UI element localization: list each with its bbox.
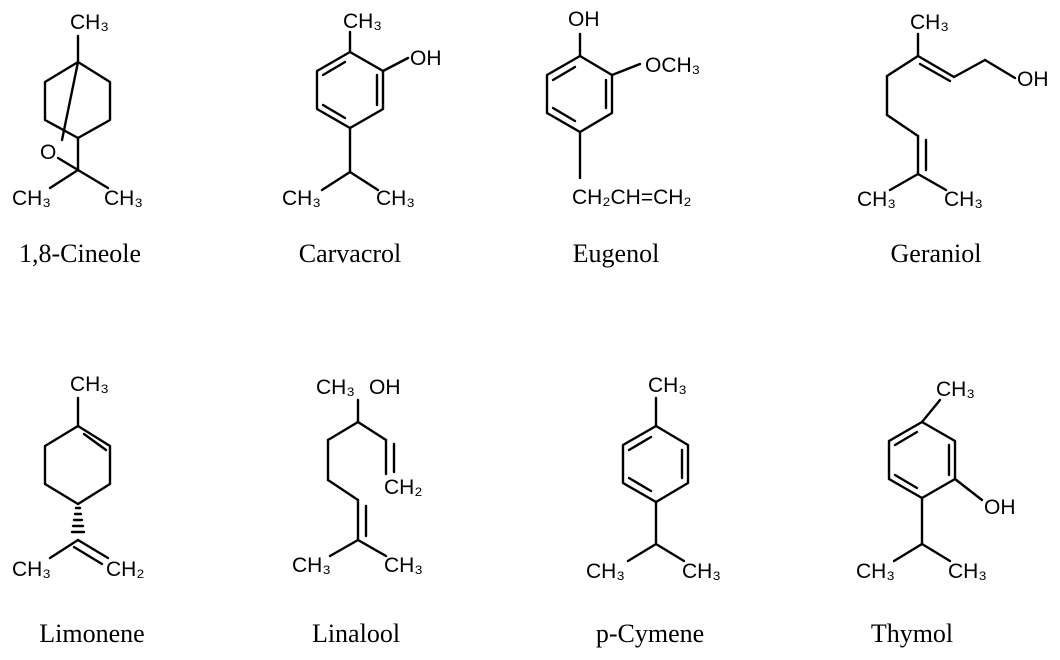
molecule-linalool: CH₃ OH CH₂ CH₃ CH₃ Linalool	[292, 376, 423, 648]
limonene-right-ch2: CH₂	[106, 558, 144, 581]
linalool-ch2: CH₂	[384, 476, 422, 499]
geraniol-right-ch3: CH₃	[944, 188, 983, 211]
thymol-oh: OH	[984, 496, 1016, 519]
p-cymene-right-ch3: CH₃	[682, 560, 721, 583]
linalool-name: Linalool	[312, 619, 400, 648]
molecule-thymol: CH₃ OH CH₃ CH₃ Thymol	[856, 378, 1016, 648]
molecule-p-cymene: CH₃ CH₃ CH₃ p-Cymene	[586, 374, 721, 648]
carvacrol-left-ch3: CH₃	[282, 187, 321, 210]
molecule-carvacrol: CH₃ OH CH₃ CH₃ Carvacrol	[282, 10, 442, 268]
molecule-cineole: CH₃ O CH₃ CH₃ 1,8-Cineole	[12, 11, 143, 268]
molecule-geraniol: CH₃ OH CH₃ CH₃ Geraniol	[857, 11, 1049, 268]
geraniol-top-ch3: CH₃	[910, 11, 949, 34]
cineole-top-ch3: CH₃	[70, 11, 109, 34]
eugenol-name: Eugenol	[573, 239, 660, 268]
carvacrol-oh: OH	[410, 47, 442, 70]
carvacrol-ch3-top: CH₃	[343, 10, 382, 33]
limonene-top-ch3: CH₃	[70, 373, 109, 396]
thymol-right-ch3: CH₃	[948, 560, 987, 583]
molecule-eugenol: OH OCH₃ CH₂CH=CH₂ Eugenol	[545, 8, 700, 268]
linalool-ch3: CH₃	[316, 376, 355, 399]
linalool-oh: OH	[369, 376, 401, 399]
p-cymene-name: p-Cymene	[596, 619, 704, 648]
cineole-left-ch3: CH₃	[12, 187, 51, 210]
p-cymene-top-ch3: CH₃	[648, 374, 687, 397]
cineole-name: 1,8-Cineole	[19, 239, 141, 268]
limonene-hashed-wedge	[70, 506, 86, 534]
geraniol-oh: OH	[1017, 68, 1049, 91]
thymol-name: Thymol	[871, 619, 953, 648]
limonene-left-ch3: CH₃	[12, 558, 51, 581]
thymol-top-ch3: CH₃	[936, 378, 975, 401]
p-cymene-left-ch3: CH₃	[586, 560, 625, 583]
molecule-limonene: CH₃ CH₃ CH₂ Limonene	[12, 373, 145, 648]
carvacrol-name: Carvacrol	[299, 239, 402, 268]
eugenol-och3: OCH₃	[645, 54, 700, 77]
carvacrol-right-ch3: CH₃	[376, 187, 415, 210]
thymol-left-ch3: CH₃	[856, 560, 895, 583]
geraniol-left-ch3: CH₃	[857, 188, 896, 211]
limonene-name: Limonene	[39, 619, 144, 648]
linalool-left-ch3: CH₃	[292, 554, 331, 577]
geraniol-name: Geraniol	[891, 239, 982, 268]
cineole-o: O	[40, 141, 56, 164]
cineole-right-ch3: CH₃	[104, 187, 143, 210]
linalool-right-ch3: CH₃	[384, 554, 423, 577]
eugenol-oh: OH	[568, 8, 600, 31]
eugenol-allyl-chain: CH₂CH=CH₂	[572, 186, 692, 209]
